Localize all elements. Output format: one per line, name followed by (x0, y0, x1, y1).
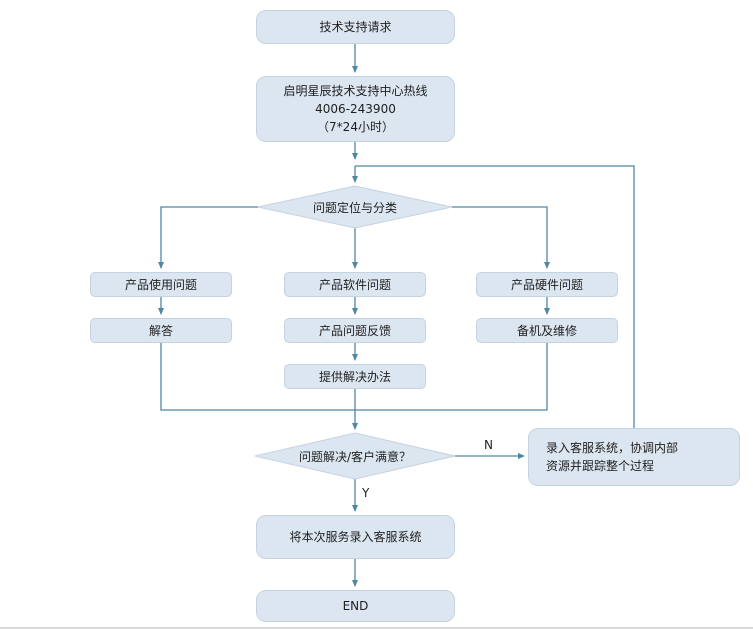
hotline-line-1: 启明星辰技术支持中心热线 (283, 84, 428, 98)
edge-loop-back (355, 165, 635, 428)
crm-loop-line-1: 录入客服系统，协调内部 (546, 441, 679, 455)
edge-classify-usage (158, 206, 258, 269)
node-repair: 备机及维修 (476, 318, 618, 343)
node-crm-loop: 录入客服系统，协调内部 资源并跟踪整个过程 (528, 428, 740, 486)
edge-answer-merge (160, 343, 355, 411)
node-satisfied: 问题解决/客户满意？ (298, 449, 412, 464)
node-software-problem: 产品软件问题 (284, 272, 426, 297)
edge-label-no: N (484, 438, 493, 452)
node-record-service: 将本次服务录入客服系统 (256, 515, 455, 559)
diamond-classify-shape (257, 185, 453, 229)
node-feedback: 产品问题反馈 (284, 318, 426, 343)
node-hotline: 启明星辰技术支持中心热线 4006-243900 （7*24小时） (256, 76, 455, 142)
diamond-satisfied-shape (254, 432, 456, 480)
node-answer: 解答 (90, 318, 232, 343)
edge-label-yes: Y (362, 486, 370, 500)
node-classify: 问题定位与分类 (312, 200, 397, 215)
node-end: END (256, 590, 455, 622)
edge-repair-merge (355, 343, 548, 411)
node-start: 技术支持请求 (256, 10, 455, 44)
node-hardware-problem: 产品硬件问题 (476, 272, 618, 297)
node-solution: 提供解决办法 (284, 364, 426, 389)
hotline-line-3: （7*24小时） (317, 120, 394, 134)
edge-classify-hardware (452, 206, 550, 269)
hotline-line-2: 4006-243900 (315, 102, 396, 116)
connector-group (158, 44, 635, 587)
node-usage-problem: 产品使用问题 (90, 272, 232, 297)
crm-loop-line-2: 资源并跟踪整个过程 (546, 459, 655, 473)
